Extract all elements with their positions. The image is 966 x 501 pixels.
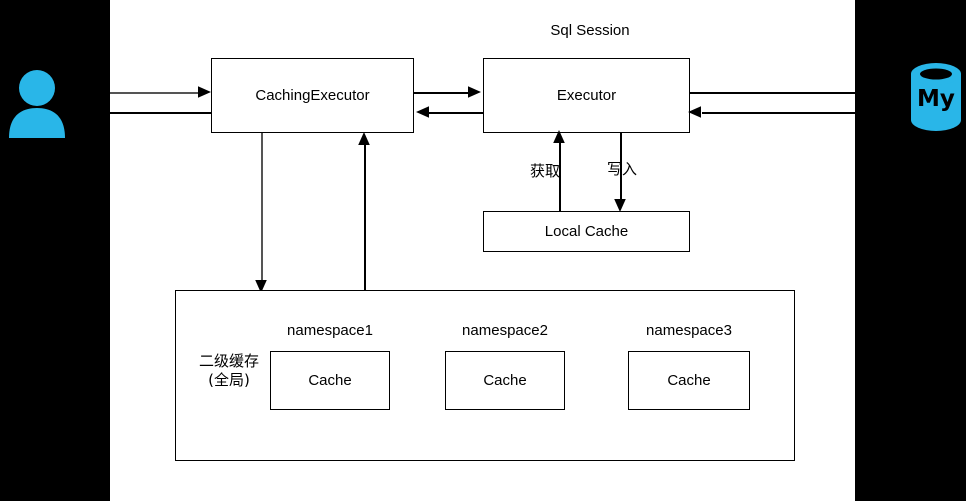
edge-user-to-cachingexecutor-line: [110, 92, 203, 94]
edge-cache-to-cachingexecutor-arrowhead: [358, 132, 370, 145]
edge-fetch-arrowhead: [553, 130, 565, 143]
second-level-cache-title: 二级缓存 (全局): [183, 352, 275, 390]
edge-write-label: 写入: [606, 160, 637, 178]
edge-db-to-executor-arrowhead: [688, 106, 701, 118]
namespace-label-1: namespace1: [287, 322, 373, 339]
node-namespace-cache-3[interactable]: Cache: [628, 351, 750, 410]
namespace-label-3: namespace3: [646, 322, 732, 339]
node-namespace-cache-1[interactable]: Cache: [270, 351, 390, 410]
namespace-cache-label-1: Cache: [308, 372, 352, 389]
edge-cache-to-cachingexecutor-line: [364, 145, 366, 290]
node-local-cache-label: Local Cache: [544, 223, 629, 240]
node-caching-executor[interactable]: CachingExecutor: [211, 58, 414, 133]
user-person-icon: [8, 66, 66, 138]
namespace-label-2: namespace2: [462, 322, 548, 339]
node-namespace-cache-2[interactable]: Cache: [445, 351, 565, 410]
second-level-cache-title-line1: 二级缓存: [198, 352, 259, 370]
second-level-cache-title-line2: (全局): [208, 370, 250, 389]
edge-write-line: [620, 133, 622, 201]
node-local-cache[interactable]: Local Cache: [483, 211, 690, 252]
edge-write-arrowhead: [614, 199, 626, 212]
mysql-database-icon: My: [908, 62, 964, 134]
edge-fetch-label: 获取: [529, 162, 560, 180]
edge-cachingexecutor-to-executor-line: [414, 92, 471, 94]
node-caching-executor-label: CachingExecutor: [255, 87, 370, 104]
edge-executor-to-cachingexecutor-arrowhead: [416, 106, 429, 118]
edge-user-to-cachingexecutor-arrowhead: [198, 86, 211, 98]
edge-db-to-executor-line: [702, 112, 855, 114]
namespace-cache-label-2: Cache: [483, 372, 527, 389]
node-executor[interactable]: Executor: [483, 58, 690, 133]
db-label-text: My: [917, 86, 955, 112]
edge-cachingexecutor-to-cache-arrowhead: [255, 280, 267, 293]
node-executor-label: Executor: [556, 87, 617, 104]
edge-executor-to-db-line: [690, 92, 855, 94]
edge-fetch-line: [559, 141, 561, 211]
edge-cachingexecutor-to-cache-line: [261, 133, 263, 283]
page-title: Sql Session: [550, 22, 630, 39]
edge-executor-to-cachingexecutor-line: [426, 112, 483, 114]
edge-cachingexecutor-to-user-line: [110, 112, 211, 114]
edge-cachingexecutor-to-executor-arrowhead: [468, 86, 481, 98]
namespace-cache-label-3: Cache: [667, 372, 711, 389]
